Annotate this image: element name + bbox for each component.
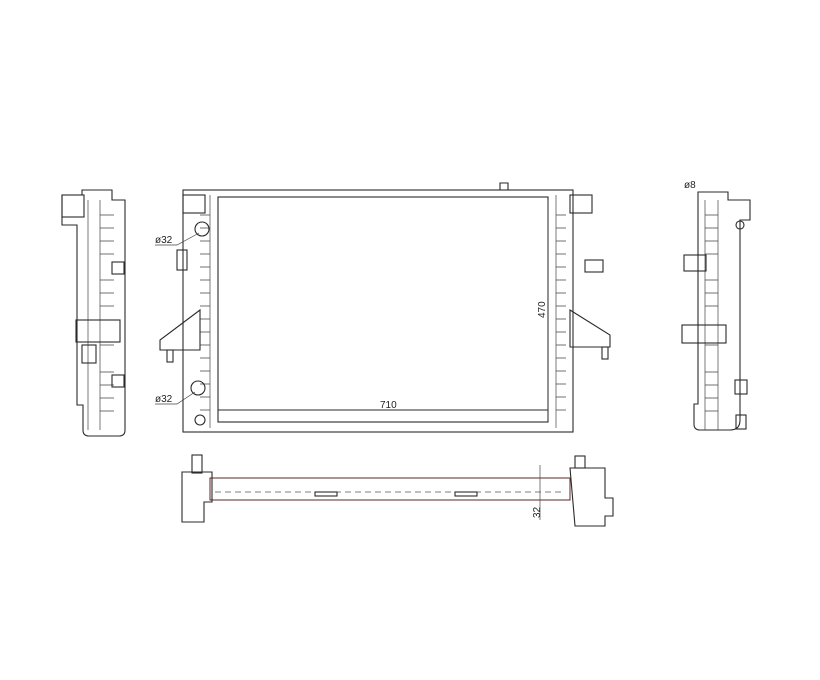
- right-side-view: ø8: [681, 180, 751, 431]
- core-width-label: 710: [380, 400, 397, 411]
- bottom-view: 32: [181, 454, 614, 527]
- outlet-diameter-label: ø32: [155, 394, 173, 405]
- radiator-core: [217, 196, 549, 423]
- inlet-pipe: [194, 221, 210, 237]
- inlet-diameter-label: ø32: [155, 235, 173, 246]
- outlet-pipe: [190, 380, 206, 396]
- vent-port: [735, 220, 745, 230]
- front-view: ø32 ø32 470 710: [155, 182, 611, 433]
- core-depth-label: 32: [532, 506, 543, 518]
- left-side-view: [61, 189, 126, 437]
- vent-diameter-label: ø8: [684, 180, 696, 191]
- core-height-label: 470: [537, 301, 548, 318]
